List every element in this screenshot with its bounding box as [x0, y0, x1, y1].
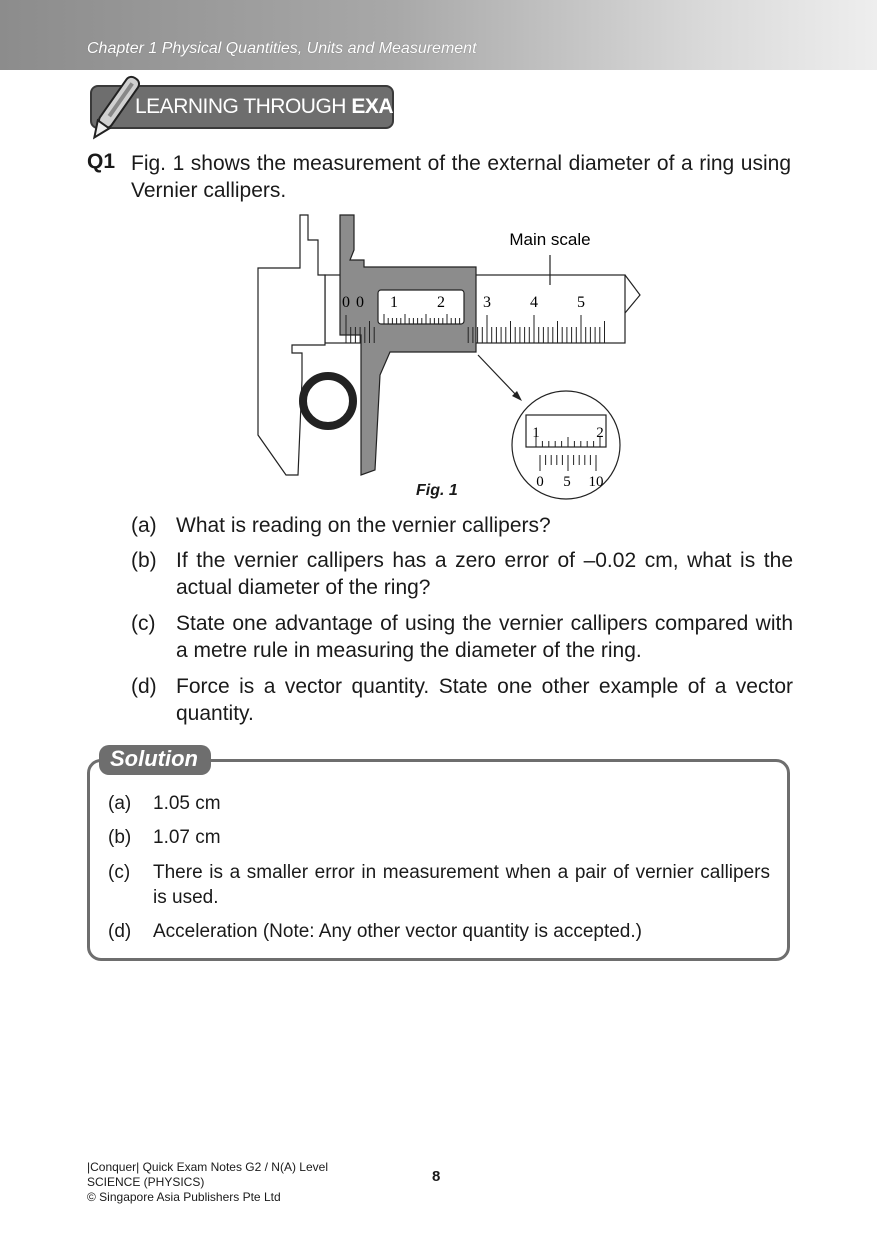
solution-answer: (a) 1.05 cm: [108, 791, 770, 816]
section-banner: [90, 85, 394, 129]
main-tick-label: 1: [390, 294, 398, 311]
banner-title: LEARNING THROUGH EXAMPLES: [135, 95, 463, 119]
zoom-main-label: 1: [532, 425, 540, 441]
question-part: (a) What is reading on the vernier calli…: [131, 512, 793, 539]
answer-text: 1.07 cm: [153, 827, 221, 848]
main-scale-label: Main scale: [509, 230, 590, 249]
solution-answer: (b) 1.07 cm: [108, 825, 770, 850]
chapter-title: Chapter 1 Physical Quantities, Units and…: [87, 40, 477, 57]
solution-answer: (c) There is a smaller error in measurem…: [108, 860, 770, 910]
part-text: State one advantage of using the vernier…: [176, 612, 793, 662]
page-number: 8: [432, 1168, 441, 1185]
vernier-jaw: [339, 214, 477, 476]
answer-label: (b): [108, 827, 132, 848]
fixed-jaw: [257, 214, 326, 476]
main-tick-label: 2: [437, 294, 445, 311]
zoom-vernier-label: 5: [563, 474, 571, 490]
figure-caption: Fig. 1: [416, 482, 458, 499]
question-label: Q1: [87, 150, 116, 173]
ring: [299, 372, 357, 430]
solution-tab: [99, 745, 211, 775]
part-label: (b): [131, 549, 157, 572]
footer: |Conquer| Quick Exam Notes G2 / N(A) Lev…: [87, 1160, 328, 1205]
part-label: (a): [131, 514, 157, 537]
solution-title: Solution: [110, 746, 198, 771]
zoom-vernier-label: 10: [589, 474, 604, 490]
main-scale-ticks: [345, 314, 605, 343]
answer-text: There is a smaller error in measurement …: [153, 862, 770, 908]
question-part: (b) If the vernier callipers has a zero …: [131, 547, 793, 601]
banner-title-bold: EXAMPLES: [351, 95, 463, 118]
footer-line: © Singapore Asia Publishers Pte Ltd: [87, 1190, 281, 1204]
footer-line: |Conquer| Quick Exam Notes G2 / N(A) Lev…: [87, 1160, 328, 1174]
zoom-circle: [511, 390, 621, 500]
footer-line: SCIENCE (PHYSICS): [87, 1175, 205, 1189]
solution-box: [87, 759, 790, 961]
main-tick-label: 0: [342, 294, 350, 311]
vernier-callipers-figure: 0 0 1 2 3 4 5 Main scale 1 2 0 5 10: [257, 214, 641, 500]
question-part: (c) State one advantage of using the ver…: [131, 610, 793, 664]
answer-text: Acceleration (Note: Any other vector qua…: [153, 921, 642, 942]
answer-label: (a): [108, 793, 132, 814]
answer-label: (c): [108, 862, 131, 883]
part-text: What is reading on the vernier callipers…: [176, 514, 551, 537]
zoom-vernier-label: 0: [536, 474, 544, 490]
zoom-main-label: 2: [596, 425, 604, 441]
answer-text: 1.05 cm: [153, 793, 221, 814]
banner-title-light: LEARNING THROUGH: [135, 95, 352, 118]
vernier-window: [377, 289, 465, 325]
zoom-ticks: [535, 437, 601, 471]
part-label: (d): [131, 675, 157, 698]
solution-answer: (d) Acceleration (Note: Any other vector…: [108, 919, 770, 944]
main-tick-label: 4: [530, 294, 538, 311]
question-text: Fig. 1 shows the measurement of the exte…: [131, 152, 791, 202]
part-text: Force is a vector quantity. State one ot…: [176, 675, 793, 725]
main-tick-label: 5: [577, 294, 585, 311]
part-text: If the vernier callipers has a zero erro…: [176, 549, 793, 599]
part-label: (c): [131, 612, 156, 635]
vernier-inline-label: 0: [356, 294, 364, 311]
zoom-arrow: [477, 354, 519, 398]
pen-icon: [92, 75, 141, 140]
question-part: (d) Force is a vector quantity. State on…: [131, 673, 793, 727]
main-tick-label: 3: [483, 294, 491, 311]
header-band: [0, 0, 877, 70]
answer-label: (d): [108, 921, 132, 942]
